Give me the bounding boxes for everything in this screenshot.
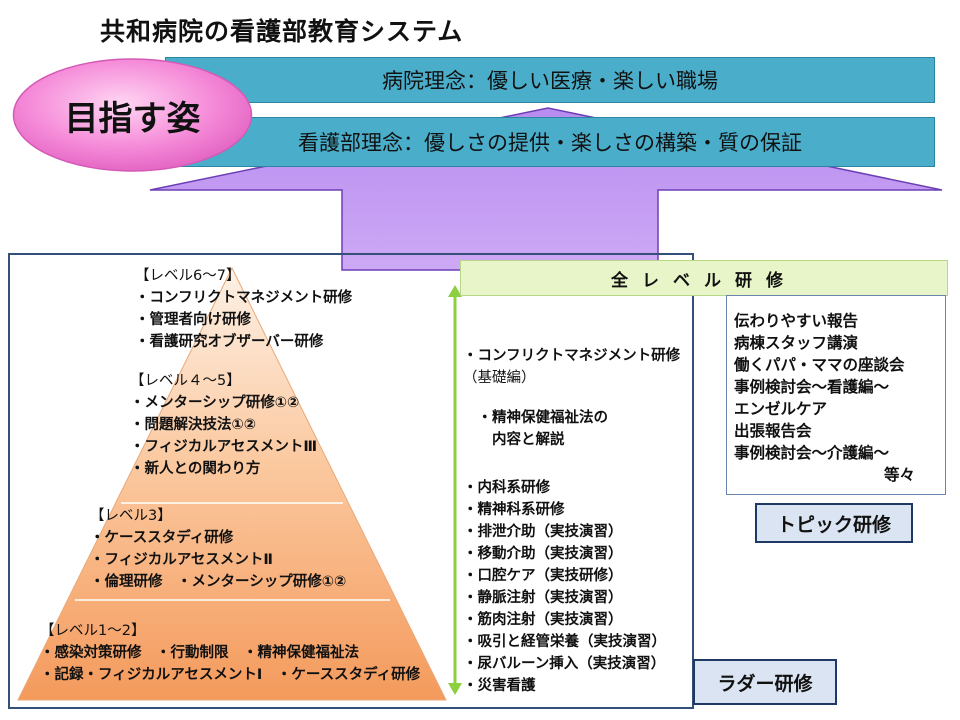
level-3-item: ・倫理研修 ・メンターシップ研修①② <box>90 574 347 590</box>
level-6-7-item: ・管理者向け研修 <box>135 312 251 328</box>
nursing-philosophy-bar: 看護部理念：優しさの提供・楽しさの構築・質の保証 <box>165 117 935 167</box>
topic-item: 事例検討会～介護編～ <box>734 444 890 462</box>
level-span-arrow <box>448 285 462 695</box>
level-6-7-item: ・看護研究オブザーバー研修 <box>135 334 324 350</box>
level-6-7-block: 【レベル6～7】 ・コンフリクトマネジメント研修 ・管理者向け研修 ・看護研究オ… <box>135 265 352 353</box>
all-level-item: ・排泄介助（実技演習） <box>463 524 623 540</box>
topic-training-list: 伝わりやすい報告 病棟スタッフ講演 働くパパ・ママの座談会 事例検討会～看護編～… <box>734 310 915 486</box>
all-level-item: ・筋肉注射（実技演習） <box>463 612 623 628</box>
all-level-training-list: ・コンフリクトマネジメント研修 （基礎編） ・精神保健福祉法の 内容と解説 ・内… <box>463 345 680 697</box>
all-level-item: 内容と解説 <box>463 432 565 448</box>
all-level-item: ・災害看護 <box>463 678 536 694</box>
spacer <box>463 389 680 407</box>
topic-training-label: トピック研修 <box>755 503 913 543</box>
level-3-heading: 【レベル3】 <box>90 508 172 524</box>
all-level-item: ・内科系研修 <box>463 480 550 496</box>
level-4-5-item: ・新人との関わり方 <box>130 461 261 477</box>
level-6-7-heading: 【レベル6～7】 <box>135 268 241 284</box>
level-4-5-block: 【レベル４～5】 ・メンターシップ研修①② ・問題解決技法①② ・フィジカルアセ… <box>130 370 317 480</box>
all-level-item: ・静脈注射（実技演習） <box>463 590 623 606</box>
goal-label: 目指す姿 <box>64 98 201 139</box>
hospital-philosophy-bar: 病院理念：優しい医療・楽しい職場 <box>165 57 935 103</box>
level-4-5-heading: 【レベル４～5】 <box>130 373 241 389</box>
level-1-2-heading: 【レベル1～2】 <box>40 623 146 639</box>
all-level-item: ・コンフリクトマネジメント研修 <box>463 348 681 364</box>
topic-item: 働くパパ・ママの座談会 <box>734 356 905 374</box>
spacer <box>463 451 680 477</box>
ladder-training-box <box>8 253 694 709</box>
level-1-2-item: ・記録・フィジカルアセスメントⅠ ・ケーススタディ研修 <box>40 667 421 683</box>
all-level-item: （基礎編） <box>463 370 536 386</box>
topic-etc: 等々 <box>884 466 916 484</box>
level-3-item: ・ケーススタディ研修 <box>90 530 234 546</box>
all-level-item: ・精神保健福祉法の <box>463 410 608 426</box>
ladder-training-label: ラダー研修 <box>693 659 837 705</box>
all-level-item: ・口腔ケア（実技研修） <box>463 568 623 584</box>
nursing-philosophy-text: 看護部理念：優しさの提供・楽しさの構築・質の保証 <box>298 131 802 155</box>
goal-oval <box>12 58 253 172</box>
level-3-item: ・フィジカルアセスメントⅡ <box>90 552 273 568</box>
all-level-item: ・精神科系研修 <box>463 502 565 518</box>
page-title: 共和病院の看護部教育システム <box>100 17 464 46</box>
level-4-5-item: ・問題解決技法①② <box>130 417 257 433</box>
topic-item: エンゼルケア <box>734 400 828 418</box>
level-1-2-block: 【レベル1～2】 ・感染対策研修 ・行動制限 ・精神保健福祉法 ・記録・フィジカ… <box>40 620 420 686</box>
topic-training-box <box>726 295 946 495</box>
level-4-5-item: ・フィジカルアセスメントⅢ <box>130 439 318 455</box>
all-level-item: ・尿バルーン挿入（実技演習） <box>463 656 666 672</box>
level-6-7-item: ・コンフリクトマネジメント研修 <box>135 290 353 306</box>
all-level-item: ・移動介助（実技演習） <box>463 546 623 562</box>
topic-item: 出張報告会 <box>734 422 812 440</box>
all-level-training-header: 全レベル研修 <box>460 260 948 296</box>
level-3-block: 【レベル3】 ・ケーススタディ研修 ・フィジカルアセスメントⅡ ・倫理研修 ・メ… <box>90 505 346 593</box>
all-level-item: ・吸引と経管栄養（実技演習） <box>463 634 666 650</box>
level-1-2-item: ・感染対策研修 ・行動制限 ・精神保健福祉法 <box>40 645 359 661</box>
level-4-5-item: ・メンターシップ研修①② <box>130 395 300 411</box>
topic-item: 事例検討会～看護編～ <box>734 378 890 396</box>
topic-item: 病棟スタッフ講演 <box>734 334 859 352</box>
hospital-philosophy-text: 病院理念：優しい医療・楽しい職場 <box>382 69 718 93</box>
topic-item: 伝わりやすい報告 <box>734 312 859 330</box>
